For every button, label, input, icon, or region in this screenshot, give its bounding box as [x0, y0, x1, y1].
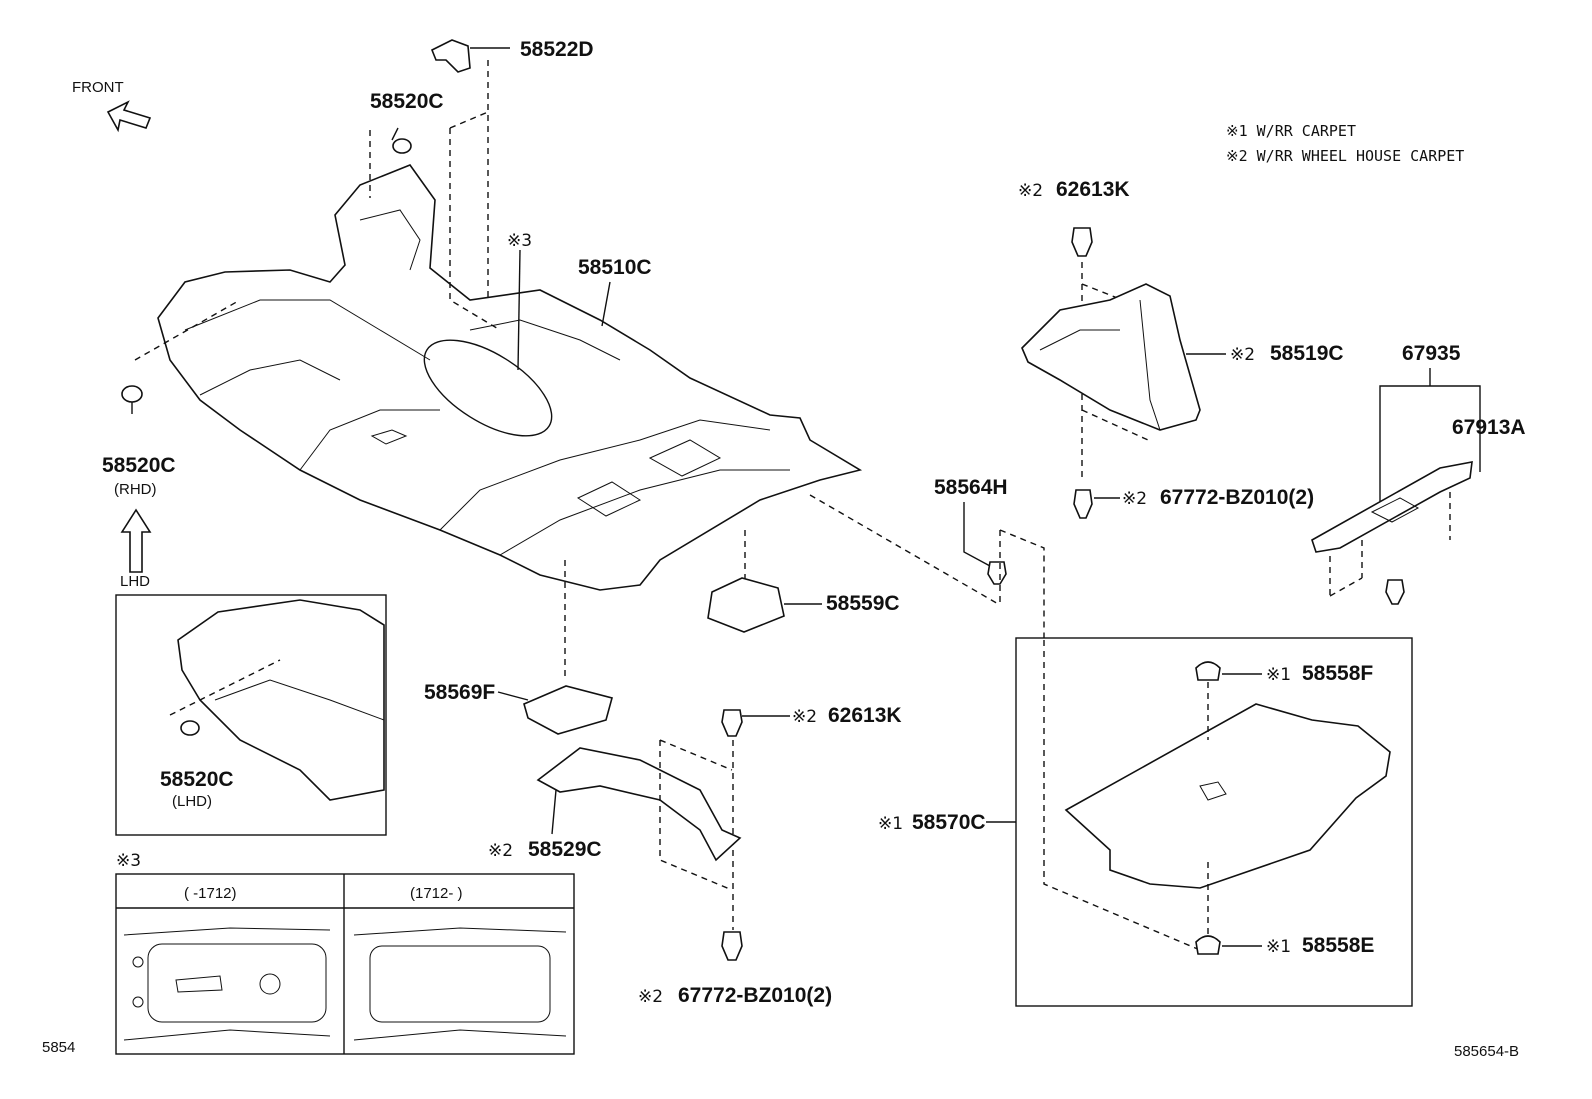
front-label: FRONT	[72, 79, 124, 96]
clip-58564h	[987, 561, 1007, 585]
label-58519c: 58519C	[1270, 342, 1344, 365]
label-58558e: 58558E	[1302, 934, 1374, 957]
clip-62613k-mid	[721, 709, 743, 737]
clip-67935	[1385, 579, 1405, 605]
mark-2-62613k-top: ※2	[1018, 181, 1043, 201]
label-58520c-rhd: 58520C	[102, 454, 176, 477]
part-58570c	[1064, 703, 1391, 889]
label-67913a: 67913A	[1452, 416, 1526, 439]
label-58520c-lhd: 58520C	[160, 768, 234, 791]
clip-58520c-top	[392, 138, 412, 154]
mark-2-67772-top: ※2	[1122, 489, 1147, 509]
variant-3-outline	[423, 339, 553, 437]
clip-67772-bottom	[721, 931, 743, 961]
label-58558f: 58558F	[1302, 662, 1373, 685]
label-rhd-note: (RHD)	[114, 481, 157, 498]
label-58529c: 58529C	[528, 838, 602, 861]
lhd-carpet-detail	[177, 599, 385, 801]
lhd-inset-box	[115, 594, 387, 836]
mark-1-58570c: ※1	[878, 814, 903, 834]
lhd-up-arrow-icon	[120, 508, 152, 573]
clip-58558f	[1195, 661, 1221, 681]
variant-col-2-header: (1712- )	[410, 885, 463, 902]
mark-2-58519c: ※2	[1230, 345, 1255, 365]
label-58522d: 58522D	[520, 38, 594, 61]
label-lhd-note: (LHD)	[172, 793, 212, 810]
footer-code-right: 585654-B	[1454, 1043, 1519, 1060]
label-67772-top: 67772-BZ010(2)	[1160, 486, 1314, 509]
label-58510c: 58510C	[578, 256, 652, 279]
label-67772-bottom: 67772-BZ010(2)	[678, 984, 832, 1007]
legend-note-1: ※1 W/RR CARPET	[1226, 122, 1356, 140]
clip-58558e	[1195, 935, 1221, 955]
mark-2-58529c: ※2	[488, 841, 513, 861]
label-58569f: 58569F	[424, 681, 495, 704]
floor-carpet-58510c	[157, 164, 863, 591]
variant-1-drawing	[123, 927, 331, 1041]
label-58559c: 58559C	[826, 592, 900, 615]
mark-2-67772-bottom: ※2	[638, 987, 663, 1007]
part-58569f	[523, 685, 613, 735]
label-58520c-top: 58520C	[370, 90, 444, 113]
front-arrow-icon	[106, 100, 152, 133]
mark-2-62613k-mid: ※2	[792, 707, 817, 727]
part-58529c	[536, 747, 742, 862]
clip-67772-top	[1073, 489, 1093, 519]
clip-62613k-top	[1071, 227, 1093, 257]
legend-note-2: ※2 W/RR WHEEL HOUSE CARPET	[1226, 147, 1464, 165]
footer-code-left: 5854	[42, 1039, 75, 1056]
mark-3-main: ※3	[507, 231, 532, 251]
label-62613k-mid: 62613K	[828, 704, 902, 727]
label-67935: 67935	[1402, 342, 1461, 365]
variant-2-drawing	[353, 927, 567, 1041]
variant-table	[115, 873, 575, 1055]
variant-col-1-header: ( -1712)	[184, 885, 237, 902]
mark-3-table: ※3	[116, 851, 141, 871]
mark-1-58558f: ※1	[1266, 665, 1291, 685]
clip-58520c-lhd	[180, 720, 200, 736]
clip-58522d	[430, 39, 471, 73]
clip-58520c-rhd	[121, 385, 143, 403]
label-58564h: 58564H	[934, 476, 1008, 499]
lhd-label: LHD	[120, 573, 150, 590]
mark-1-58558e: ※1	[1266, 937, 1291, 957]
part-67913a	[1311, 461, 1473, 553]
part-58519c	[1021, 283, 1201, 431]
label-62613k-top: 62613K	[1056, 178, 1130, 201]
part-58559c	[707, 577, 785, 633]
label-58570c: 58570C	[912, 811, 986, 834]
